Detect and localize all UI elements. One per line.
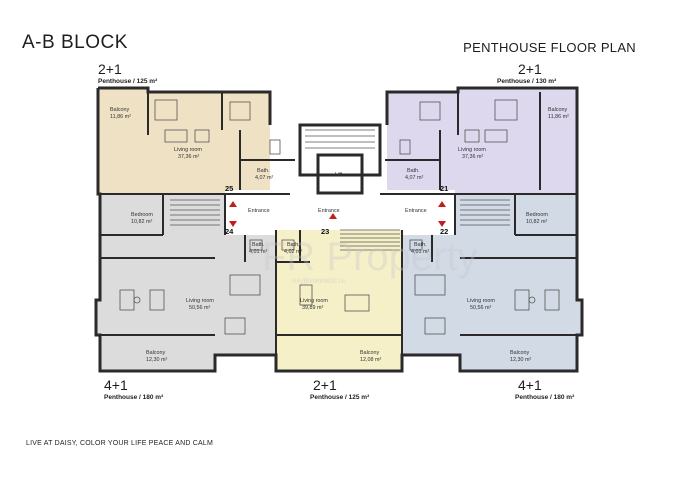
room-area: 50,56 m²: [189, 305, 210, 311]
room-label: Bath.: [414, 242, 427, 248]
door-number-24: 24: [225, 227, 234, 236]
room-area: 12,30 m²: [510, 357, 531, 363]
room-label: Balcony: [360, 350, 379, 356]
zone-bottom-left: [96, 194, 275, 371]
entrance-label: Entrance: [318, 208, 340, 214]
unit-type-bottom-right: 4+1: [518, 377, 542, 393]
room-area: 10,82 m²: [131, 219, 152, 225]
room-area: 4,01 m²: [411, 249, 429, 255]
room-area: 11,86 m²: [548, 114, 569, 120]
door-number-23: 23: [321, 227, 329, 236]
room-label: Balcony: [146, 350, 165, 356]
room-area: 37,36 m²: [178, 154, 199, 160]
zone-bottom-right: [402, 194, 582, 371]
unit-type-bottom-center: 2+1: [313, 377, 337, 393]
room-label: Bath.: [257, 168, 270, 174]
plan-title: PENTHOUSE FLOOR PLAN: [463, 40, 636, 55]
room-area: 37,36 m²: [462, 154, 483, 160]
room-label: Living room: [458, 147, 486, 153]
room-label: Living room: [186, 298, 214, 304]
unit-label-bottom-left: Penthouse / 180 m²: [104, 394, 164, 401]
room-label: Balcony: [510, 350, 529, 356]
door-number-22: 22: [440, 227, 448, 236]
unit-label-top-left: Penthouse / 125 m²: [98, 78, 158, 85]
zone-top-left: [98, 88, 270, 194]
room-label: Living room: [467, 298, 495, 304]
footer-tagline: LIVE AT DAISY, COLOR YOUR LIFE PEACE AND…: [26, 440, 214, 447]
room-label: Balcony: [110, 107, 129, 113]
room-area: 39,89 m²: [302, 305, 323, 311]
room-area: 50,56 m²: [470, 305, 491, 311]
watermark-brand: FR Property: [262, 235, 478, 279]
room-area: 12,30 m²: [146, 357, 167, 363]
unit-type-bottom-left: 4+1: [104, 377, 128, 393]
room-label: Living room: [300, 298, 328, 304]
watermark-sub: недвижимость: [292, 276, 346, 285]
room-label: Bath.: [407, 168, 420, 174]
entrance-label: Entrance: [248, 208, 270, 214]
zone-top-right: [387, 88, 577, 194]
room-label: Balcony: [548, 107, 567, 113]
lift-label: Lift: [335, 172, 343, 178]
room-area: 10,82 m²: [526, 219, 547, 225]
room-label: Living room: [174, 147, 202, 153]
unit-label-bottom-right: Penthouse / 180 m²: [515, 394, 575, 401]
room-label: Bath.: [252, 242, 265, 248]
room-label: Bedroom: [131, 212, 153, 218]
room-area: 4,07 m²: [255, 175, 273, 181]
unit-label-top-right: Penthouse / 130 m²: [497, 78, 557, 85]
door-number-25: 25: [225, 184, 233, 193]
unit-label-bottom-center: Penthouse / 125 m²: [310, 394, 370, 401]
room-area: 11,86 m²: [110, 114, 131, 120]
room-label: Bath.: [287, 242, 300, 248]
room-area: 4,01 m²: [249, 249, 267, 255]
room-area: 4,07 m²: [405, 175, 423, 181]
door-number-21: 21: [440, 184, 448, 193]
unit-type-top-right: 2+1: [518, 61, 542, 77]
block-title: A-B BLOCK: [22, 32, 128, 53]
entrance-label: Entrance: [405, 208, 427, 214]
unit-type-top-left: 2+1: [98, 61, 122, 77]
room-area: 4,02 m²: [284, 249, 302, 255]
room-area: 12,08 m²: [360, 357, 381, 363]
room-label: Bedroom: [526, 212, 548, 218]
